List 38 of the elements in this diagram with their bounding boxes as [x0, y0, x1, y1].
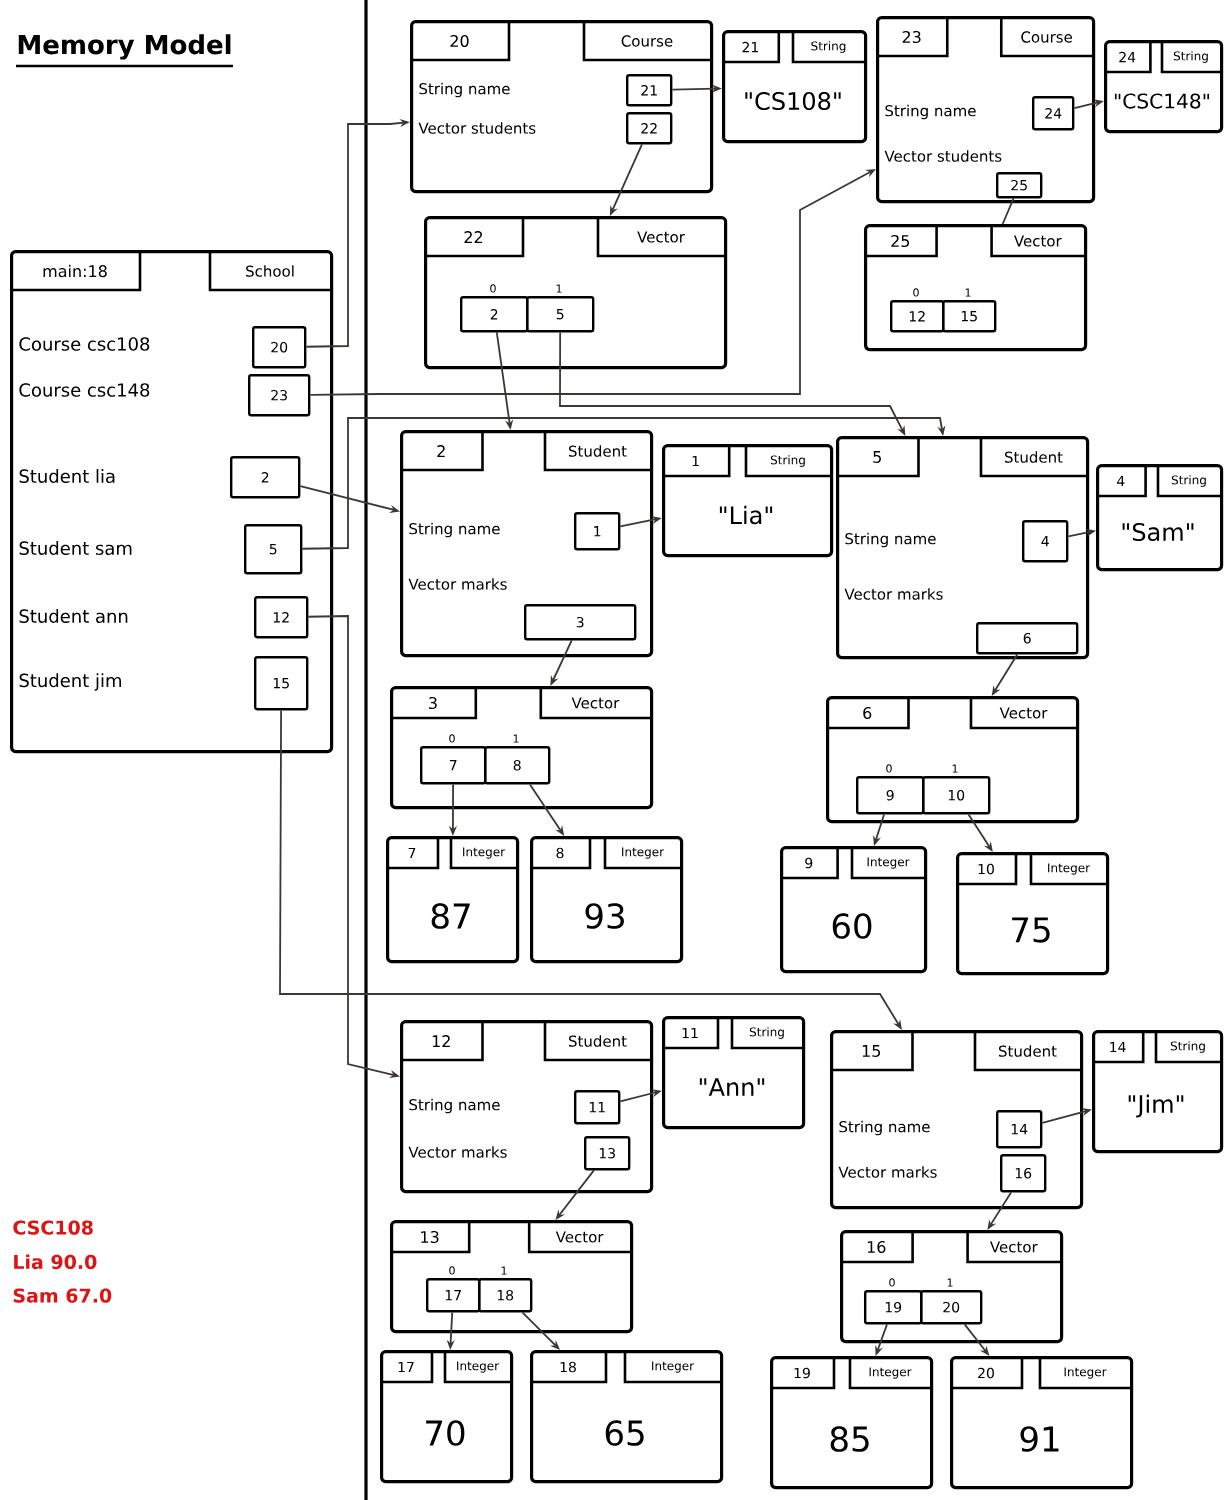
field-label: Student ann	[19, 609, 128, 623]
address-label: 23	[902, 30, 921, 44]
address-label: 22	[464, 231, 483, 243]
string-value: "Ann"	[699, 1078, 765, 1096]
integer-value: 93	[585, 903, 624, 929]
integer-value: 85	[830, 1426, 869, 1452]
output-text: Sam 67.0	[13, 1288, 112, 1303]
integer-value: 65	[605, 1420, 644, 1446]
output-text: CSC108	[13, 1220, 93, 1235]
address-label: 13	[421, 1230, 439, 1244]
title: Memory Model	[18, 34, 231, 60]
field-label: Course csc108	[19, 337, 150, 351]
address-label: 5	[873, 451, 881, 463]
string-value: "CS108"	[745, 91, 841, 111]
address-label: 3	[429, 696, 437, 710]
field-label: Course csc148	[19, 383, 150, 397]
integer-value: 70	[426, 1420, 465, 1446]
arrow	[301, 417, 946, 550]
address-label: 16	[867, 1240, 886, 1254]
integer-value: 75	[1012, 917, 1050, 943]
address-label: 15	[862, 1045, 880, 1057]
string-value: "Sam"	[1122, 522, 1194, 542]
address-label: 12	[432, 1035, 450, 1047]
string-value: "Lia"	[719, 505, 773, 525]
address-label: 2	[437, 445, 445, 457]
address-label: 25	[891, 234, 910, 248]
field-label: Student jim	[19, 673, 121, 691]
integer-value: 87	[431, 903, 470, 929]
string-value: "CSC148"	[1114, 93, 1210, 109]
address-label: 20	[450, 34, 469, 48]
string-value: "Jim"	[1128, 1094, 1184, 1118]
frame-name: main:18	[43, 264, 107, 278]
integer-value: 91	[1020, 1426, 1059, 1452]
output-text: Lia 90.0	[14, 1254, 97, 1270]
address-label: 6	[863, 706, 872, 720]
field-label: Student sam	[19, 541, 132, 555]
integer-value: 60	[832, 913, 872, 939]
field-label: Student lia	[19, 469, 115, 483]
